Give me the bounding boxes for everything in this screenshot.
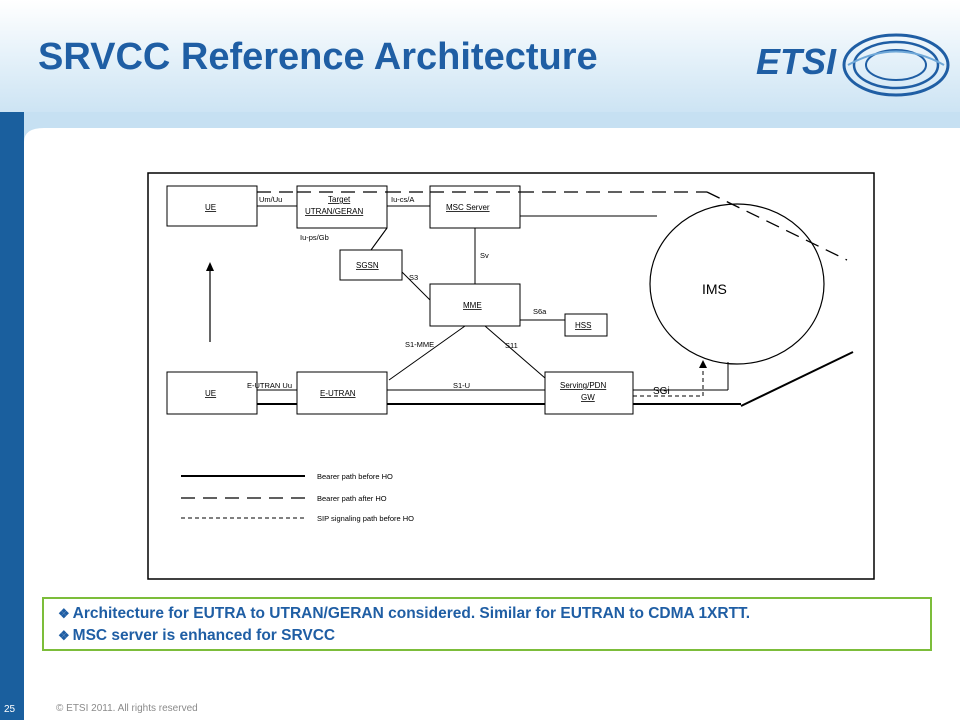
- iu-cs-a-label: Iu-cs/A: [391, 195, 414, 204]
- hss-node: [564, 313, 608, 337]
- sgi-label: SGi: [653, 386, 670, 397]
- iu-ps-gb-label: Iu-ps/Gb: [300, 233, 329, 242]
- s6a-label: S6a: [533, 307, 547, 316]
- target-label: Target: [328, 195, 351, 204]
- s1-mme-label: S1-MME: [405, 340, 434, 349]
- serving-pdn-gw-node: [544, 371, 634, 415]
- corner-curve: [0, 112, 60, 152]
- eutran-uu-label: E-UTRAN Uu: [247, 381, 292, 390]
- logo-text: ETSI: [756, 41, 837, 82]
- page-number: 25: [4, 704, 16, 715]
- handover-arrowhead: [206, 262, 214, 271]
- msc-server-node: [429, 185, 521, 229]
- mme-label: MME: [463, 301, 482, 310]
- sgsn-label: SGSN: [356, 261, 379, 270]
- utran-geran-label: UTRAN/GERAN: [305, 207, 363, 216]
- eutran-label: E-UTRAN: [320, 389, 356, 398]
- msc-server-label: MSC Server: [446, 203, 490, 212]
- legend-label-bearer-before: Bearer path before HO: [317, 472, 393, 481]
- s3-label: S3: [409, 273, 418, 282]
- notes-box: ❖Architecture for EUTRA to UTRAN/GERAN c…: [42, 597, 932, 651]
- legend-label-sip: SIP signaling path before HO: [317, 514, 414, 523]
- note-item: ❖Architecture for EUTRA to UTRAN/GERAN c…: [58, 605, 750, 623]
- header-band: [0, 0, 960, 128]
- ue-bottom-label: UE: [205, 389, 216, 398]
- srvcc-architecture-diagram: IMS UE Target UTRAN/GERAN MSC Server SGS…: [147, 172, 875, 580]
- note-text: MSC server is enhanced for SRVCC: [72, 627, 336, 644]
- ue-top-label: UE: [205, 203, 216, 212]
- mme-node: [429, 283, 521, 327]
- um-uu-label: Um/Uu: [259, 195, 282, 204]
- hss-label: HSS: [575, 321, 591, 330]
- legend-label-bearer-after: Bearer path after HO: [317, 494, 387, 503]
- etsi-logo: ETSI: [756, 33, 950, 97]
- ue-bottom-node: [166, 371, 258, 415]
- ims-node: [649, 203, 825, 365]
- note-text: Architecture for EUTRA to UTRAN/GERAN co…: [72, 605, 751, 622]
- serving-pdn-label: Serving/PDN: [560, 381, 606, 390]
- diamond-bullet-icon: ❖: [58, 628, 70, 643]
- s1-u-label: S1-U: [453, 381, 470, 390]
- ims-label: IMS: [702, 281, 727, 297]
- header-curve: [0, 112, 960, 152]
- target-utran-geran-node: [296, 185, 388, 229]
- sv-label: Sv: [480, 251, 489, 260]
- gw-label: GW: [581, 393, 595, 402]
- s11-label: S11: [505, 341, 518, 350]
- left-accent-bar: [0, 112, 24, 720]
- note-item: ❖MSC server is enhanced for SRVCC: [58, 627, 335, 645]
- eutran-node: [296, 371, 388, 415]
- slide-title: SRVCC Reference Architecture: [38, 36, 598, 78]
- ue-top-node: [166, 185, 258, 227]
- diamond-bullet-icon: ❖: [58, 606, 70, 621]
- copyright-text: © ETSI 2011. All rights reserved: [56, 703, 198, 714]
